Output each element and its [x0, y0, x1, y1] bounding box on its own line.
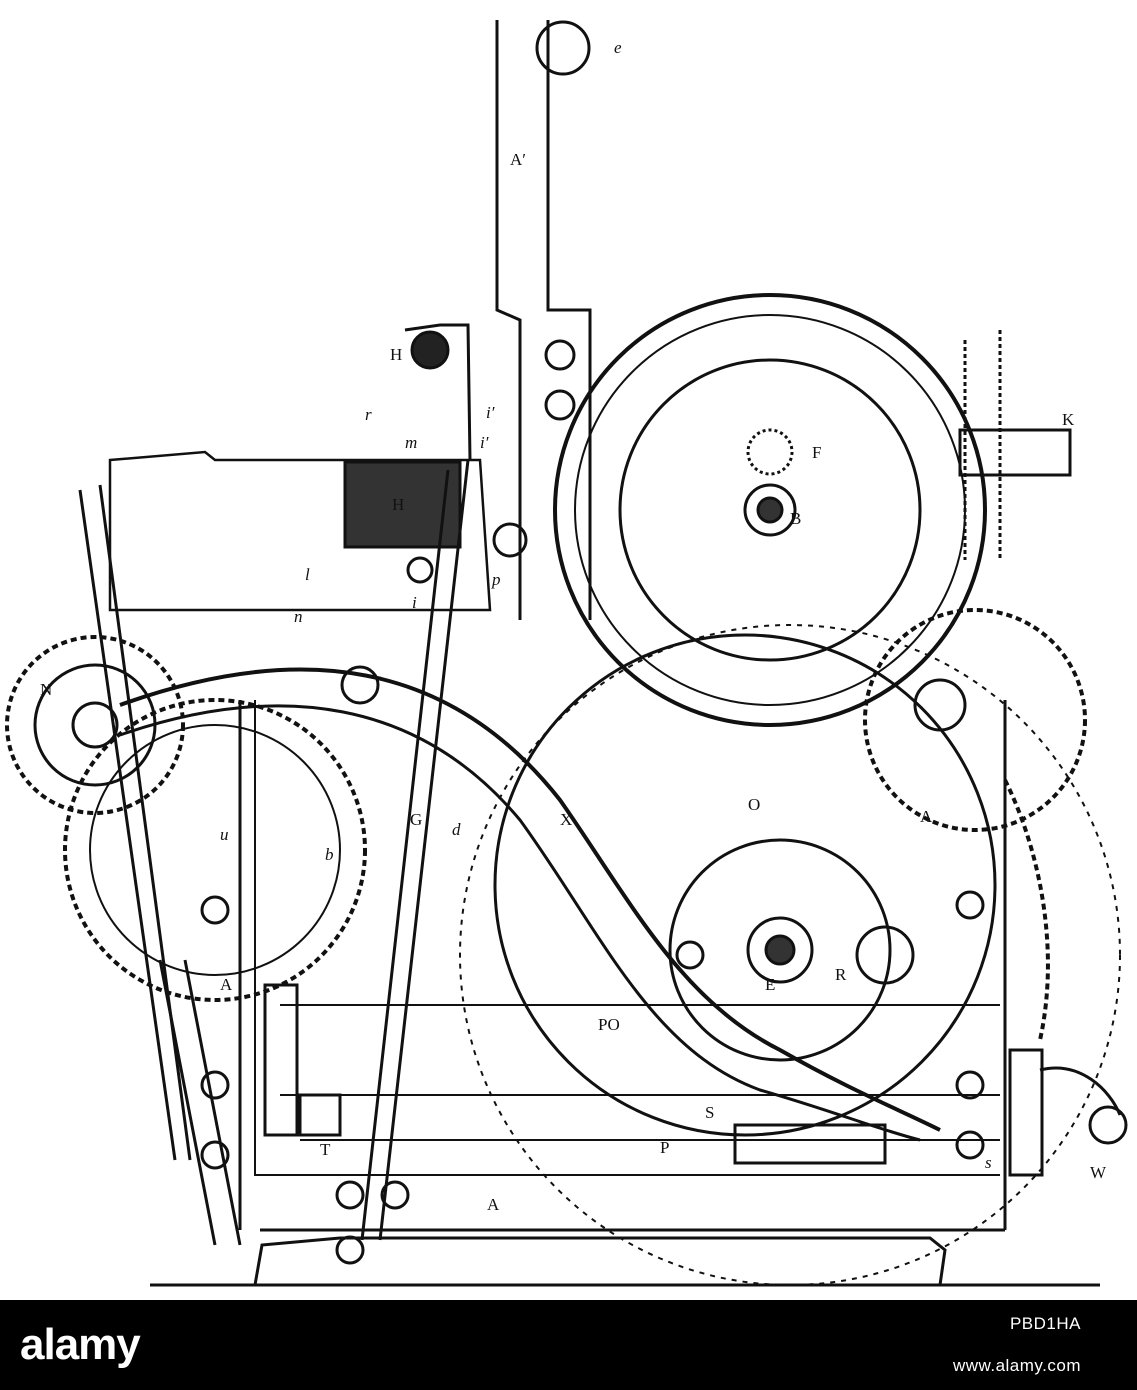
right-gear-hub: [913, 678, 967, 732]
hole: [335, 1180, 365, 1210]
left-lever: [78, 484, 192, 1161]
label-m: m: [405, 433, 417, 452]
hole: [406, 556, 434, 584]
upper-housing: [108, 450, 492, 612]
label-T: T: [320, 1140, 331, 1159]
right-gear: [863, 608, 1087, 832]
gear-b: [63, 698, 367, 1002]
hub-B-core: [756, 496, 784, 524]
hole: [380, 1180, 410, 1210]
label-W: W: [1090, 1163, 1107, 1182]
arm-X-bottom: [119, 704, 921, 1142]
lever-G: [360, 459, 470, 1241]
label-G: G: [410, 810, 422, 829]
label-i-prime: i′: [480, 433, 489, 452]
arm-X-top: [119, 667, 941, 1132]
cam-wheel: [668, 838, 892, 1062]
label-u: u: [220, 825, 229, 844]
label-i-prime-top: i′: [486, 403, 495, 422]
upper-standard: [495, 20, 592, 620]
machine-engraving: e A′ H r m i′ i′ H l i p n F B K N u b G…: [5, 20, 1128, 1287]
label-B: B: [790, 509, 801, 528]
wheel-O: [493, 633, 997, 1137]
label-n: n: [294, 607, 303, 626]
label-A-left: A: [220, 975, 233, 994]
frame-inner: [254, 700, 1000, 1176]
lever-H: [404, 323, 472, 461]
label-F: F: [812, 443, 821, 462]
label-N: N: [40, 680, 52, 699]
brand-logo: alamy: [20, 1320, 141, 1369]
bracket-s: [1008, 1048, 1044, 1177]
label-A-prime: A′: [510, 150, 526, 169]
bracket-K: [958, 428, 1072, 477]
slide-P: [733, 1123, 887, 1165]
hole: [544, 389, 576, 421]
label-A-bottom: A: [487, 1195, 500, 1214]
hole: [200, 1140, 230, 1170]
label-l: l: [305, 565, 310, 584]
hub-E-core: [764, 934, 796, 966]
label-b: b: [325, 845, 334, 864]
wheel-O-path: [459, 624, 1121, 1286]
hole: [492, 522, 528, 558]
treadle: [158, 959, 242, 1246]
label-R: R: [835, 965, 847, 984]
label-O: O: [748, 795, 760, 814]
hole: [955, 890, 985, 920]
hole: [675, 940, 705, 970]
label-E: E: [765, 975, 775, 994]
gear-N-hub: [71, 701, 119, 749]
hole: [340, 665, 380, 705]
hub-B: [743, 483, 797, 537]
block-T: [298, 1093, 342, 1137]
arm-W: [1039, 1066, 1122, 1116]
hole: [335, 1235, 365, 1265]
label-X: X: [560, 810, 572, 829]
frame-sides: [238, 700, 1007, 1230]
gear-b-rim: [89, 724, 341, 976]
label-i: i: [412, 593, 417, 612]
gear-N: [5, 635, 185, 815]
hub-E: [746, 916, 814, 984]
slide-T: [263, 983, 299, 1137]
hole: [955, 1070, 985, 1100]
label-H-top: H: [390, 345, 402, 364]
crank-F: [746, 428, 794, 476]
great-wheel-outer: [553, 293, 987, 727]
watermark-bar: alamy PBD1HA www.alamy.com: [0, 1300, 1137, 1390]
hole: [955, 1130, 985, 1160]
image-id: PBD1HA: [1009, 1314, 1081, 1333]
label-r: r: [365, 405, 372, 424]
label-K: K: [1062, 410, 1075, 429]
frame-crossbars: [280, 1004, 1000, 1141]
rack-K: [963, 330, 1002, 560]
hole: [544, 339, 576, 371]
site-url: www.alamy.com: [952, 1356, 1081, 1375]
hole: [200, 895, 230, 925]
label-S: S: [705, 1103, 714, 1122]
weight-H: [410, 330, 450, 370]
label-p: p: [491, 570, 501, 589]
right-rack: [1003, 779, 1050, 1041]
roller-R: [855, 925, 915, 985]
base-foot: [253, 1236, 947, 1286]
label-H: H: [392, 495, 404, 514]
label-s: s: [985, 1153, 992, 1172]
pulley-e: [535, 20, 591, 76]
roller-W: [1088, 1105, 1128, 1145]
wheel-disc: [618, 358, 922, 662]
label-A-right: A: [920, 807, 933, 826]
label-P: P: [660, 1138, 669, 1157]
label-PO: PO: [598, 1015, 620, 1034]
label-d: d: [452, 820, 461, 839]
hole: [200, 1070, 230, 1100]
label-e: e: [614, 38, 622, 57]
